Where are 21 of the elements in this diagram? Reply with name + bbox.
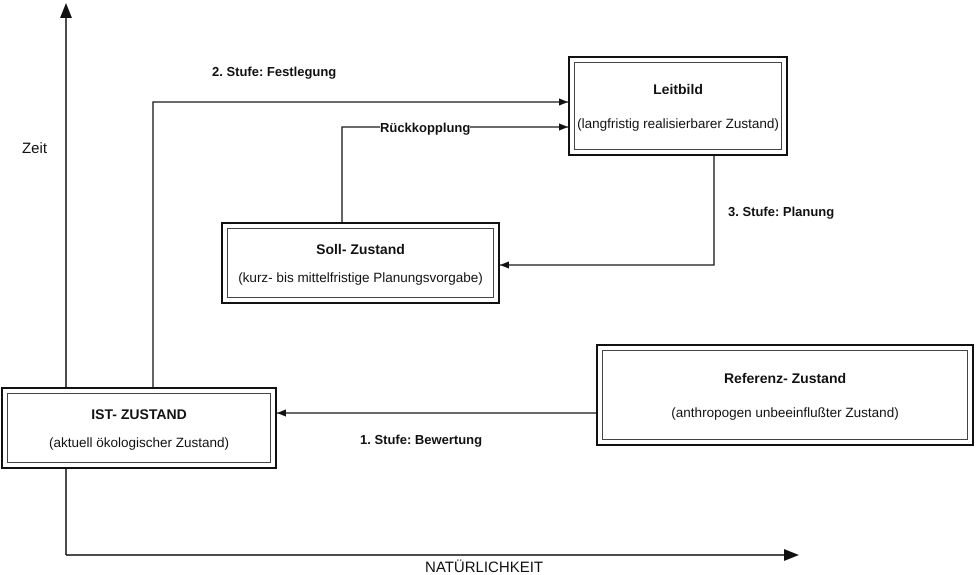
state-box [568,56,788,156]
box-description: (langfristig realisierbarer Zustand) [577,116,779,131]
arrow [277,409,596,417]
edge-label: Rückkopplung [380,120,470,135]
box-title: Referenz- Zustand [724,370,846,386]
axis-label: NATÜRLICHKEIT [425,559,544,575]
box-description: (aktuell ökologischer Zustand) [48,434,230,450]
edge-label: 2. Stufe: Festlegung [212,64,336,79]
box-description: (kurz- bis mittelfristige Planungsvorgabe) [238,270,483,285]
box-title: Leitbild [653,81,703,98]
arrow [500,156,715,269]
box-title: Soll- Zustand [316,241,405,258]
edge-label: 1. Stufe: Bewertung [360,432,482,447]
state-box [596,344,974,446]
edge-label: 3. Stufe: Planung [728,204,834,219]
box-description: (anthropogen unbeeinflußter Zustand) [671,405,899,420]
state-box [221,222,500,304]
axis-label: Zeit [22,140,48,157]
box-title: IST- ZUSTAND [91,406,187,422]
state-box [1,387,277,469]
arrow [152,98,568,387]
